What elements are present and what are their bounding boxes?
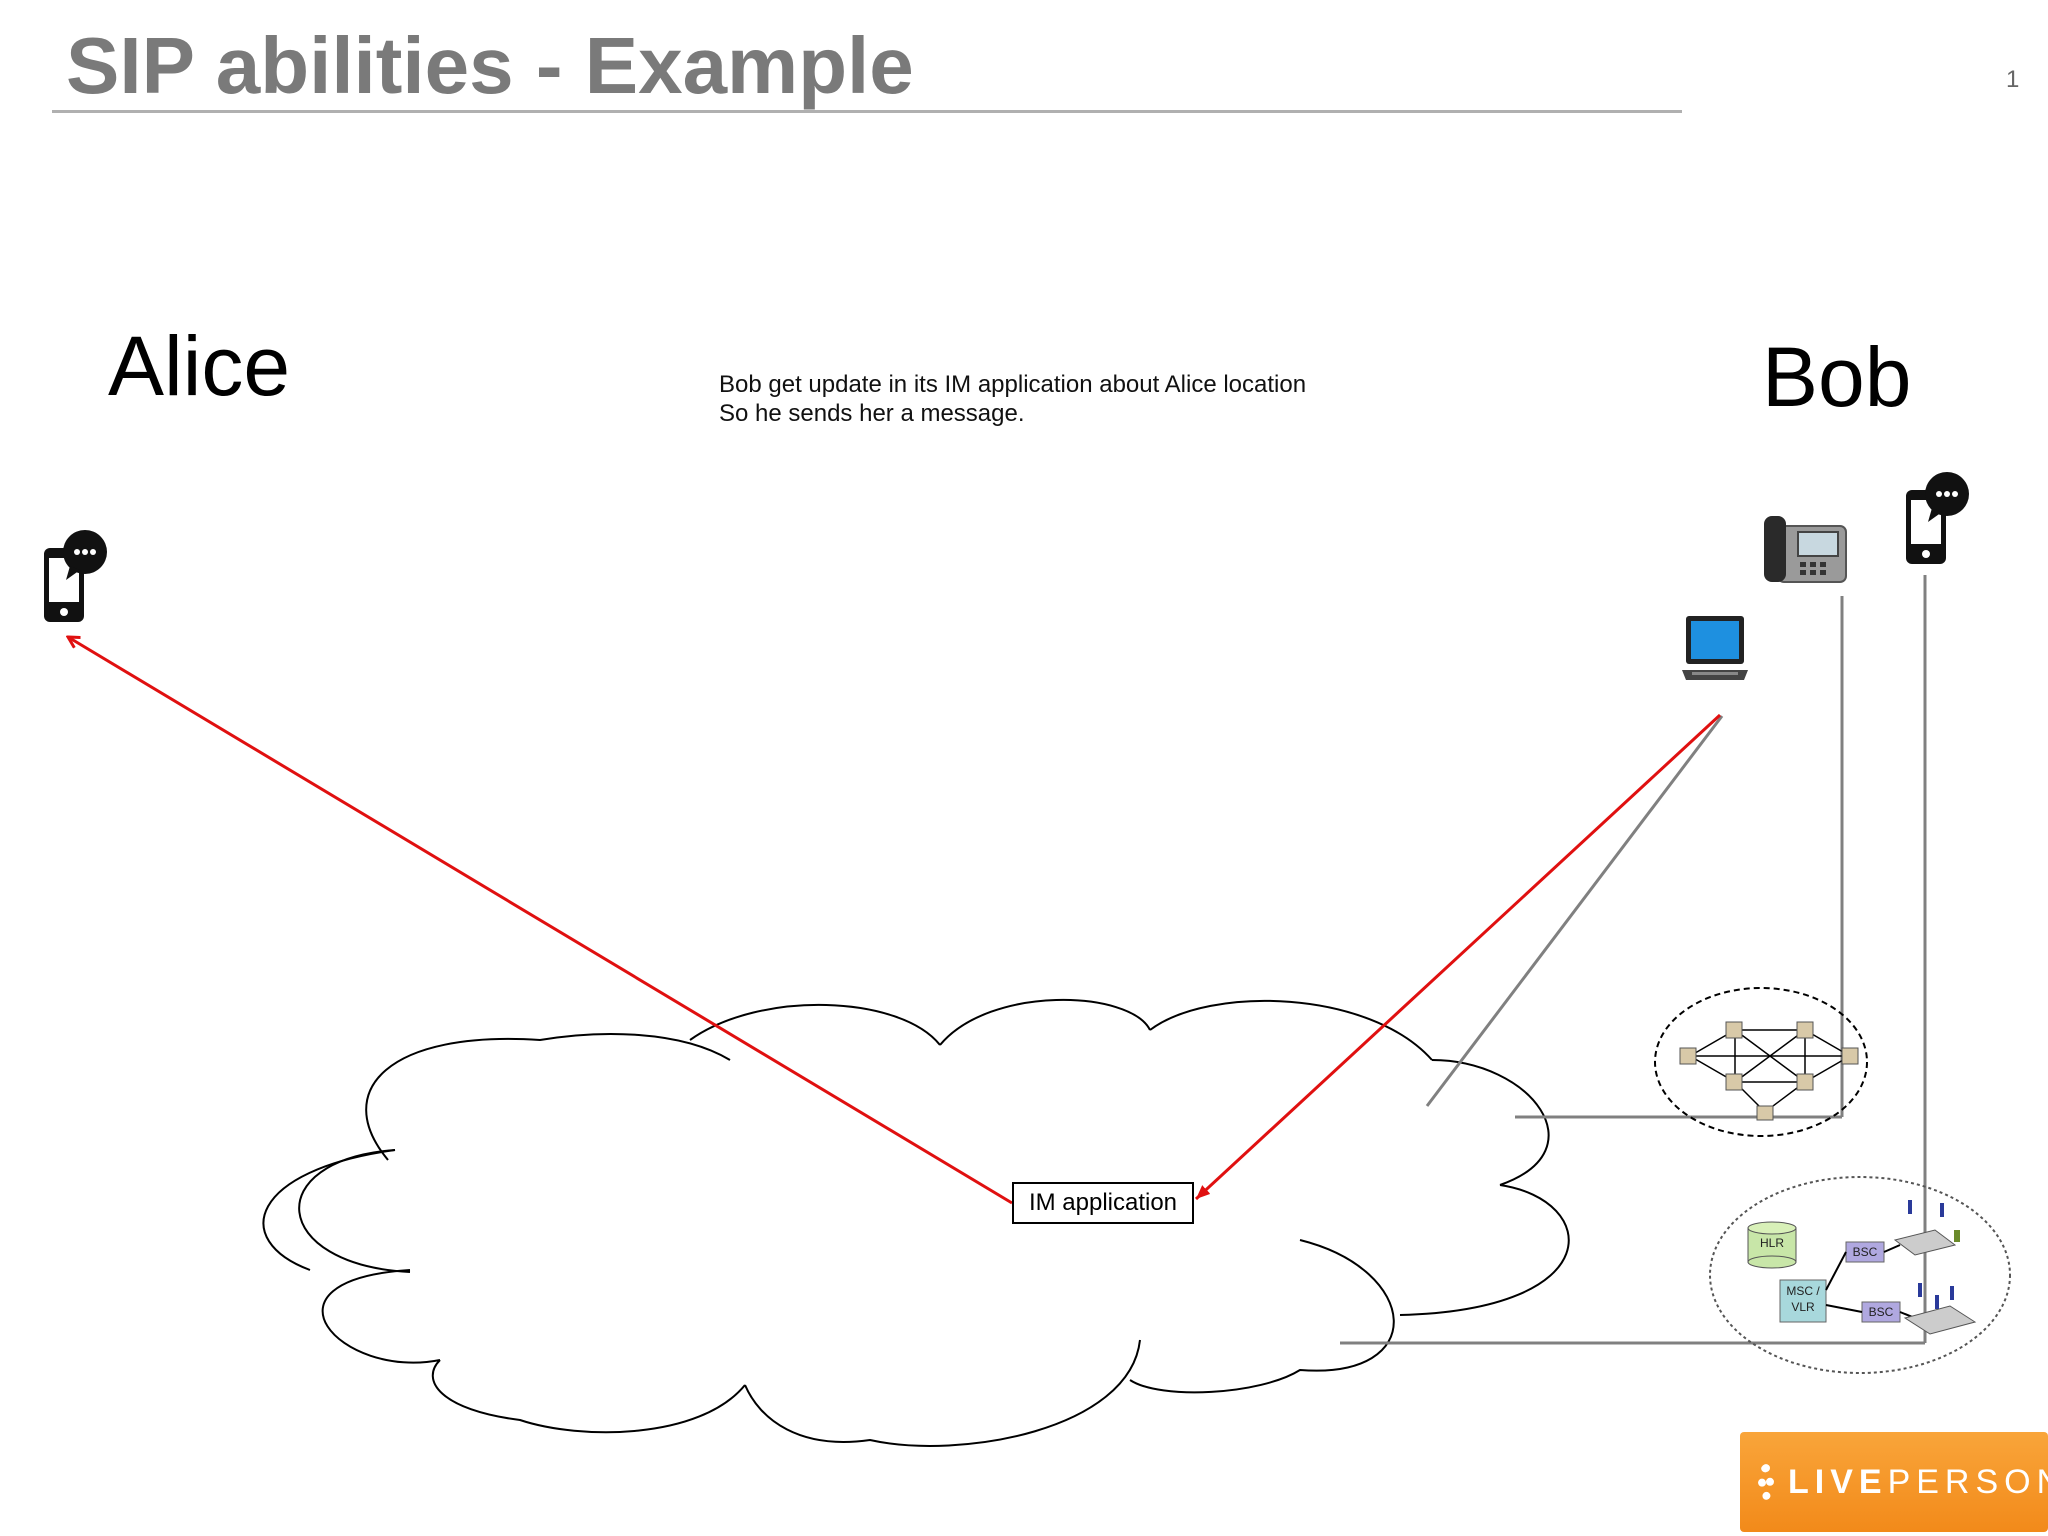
- title-divider: [52, 110, 1682, 113]
- arrow-to-alice: [68, 637, 1013, 1205]
- caption-line-2: So he sends her a message.: [719, 400, 1025, 427]
- logo-text: LIVEPERSON: [1788, 1463, 2048, 1502]
- message-arrows: [68, 637, 1722, 1205]
- msc-vlr-box: [1779, 1279, 1827, 1323]
- hlr-label: HLR: [1759, 1236, 1784, 1250]
- slide-title: SIP abilities - Example: [66, 21, 914, 110]
- im-application-box: IM application: [1012, 1182, 1194, 1224]
- cell-tower-icon: [1893, 1229, 1977, 1335]
- sun-logo-icon: [1758, 1464, 1774, 1500]
- hlr-database-icon: [1747, 1221, 1797, 1269]
- bsc-label-1: BSC: [1852, 1245, 1878, 1259]
- logo-text-light: PERSON: [1887, 1462, 2048, 1501]
- liveperson-logo: LIVEPERSON: [1740, 1432, 2048, 1532]
- alice-label: Alice: [108, 319, 291, 413]
- arrow-from-bob: [1194, 713, 1722, 1201]
- ss7-network-icon: [1654, 987, 1868, 1137]
- page-number: 1: [2006, 66, 2020, 93]
- mobile-handset-icon: [1954, 1230, 1960, 1242]
- chat-phone-icon: [44, 530, 107, 622]
- msc-label: MSC /: [1786, 1284, 1820, 1298]
- desk-phone-icon: [1764, 516, 1847, 583]
- bob-label: Bob: [1762, 330, 1912, 424]
- chat-phone-icon: [1906, 472, 1969, 564]
- laptop-icon: [1682, 616, 1748, 680]
- cellular-network-icon: [1709, 1176, 2011, 1374]
- internet-cloud: [262, 995, 1570, 1447]
- vlr-label: VLR: [1791, 1300, 1815, 1314]
- caption: Bob get update in its IM application abo…: [719, 370, 1306, 428]
- msc-vlr-label: MSC / VLR: [1780, 1283, 1826, 1315]
- logo-text-bold: LIVE: [1788, 1462, 1888, 1501]
- caption-line-1: Bob get update in its IM application abo…: [719, 371, 1307, 398]
- connection-lines: [1340, 575, 1927, 1345]
- bsc-label-2: BSC: [1868, 1305, 1894, 1319]
- laptop-link: [1425, 715, 1724, 1107]
